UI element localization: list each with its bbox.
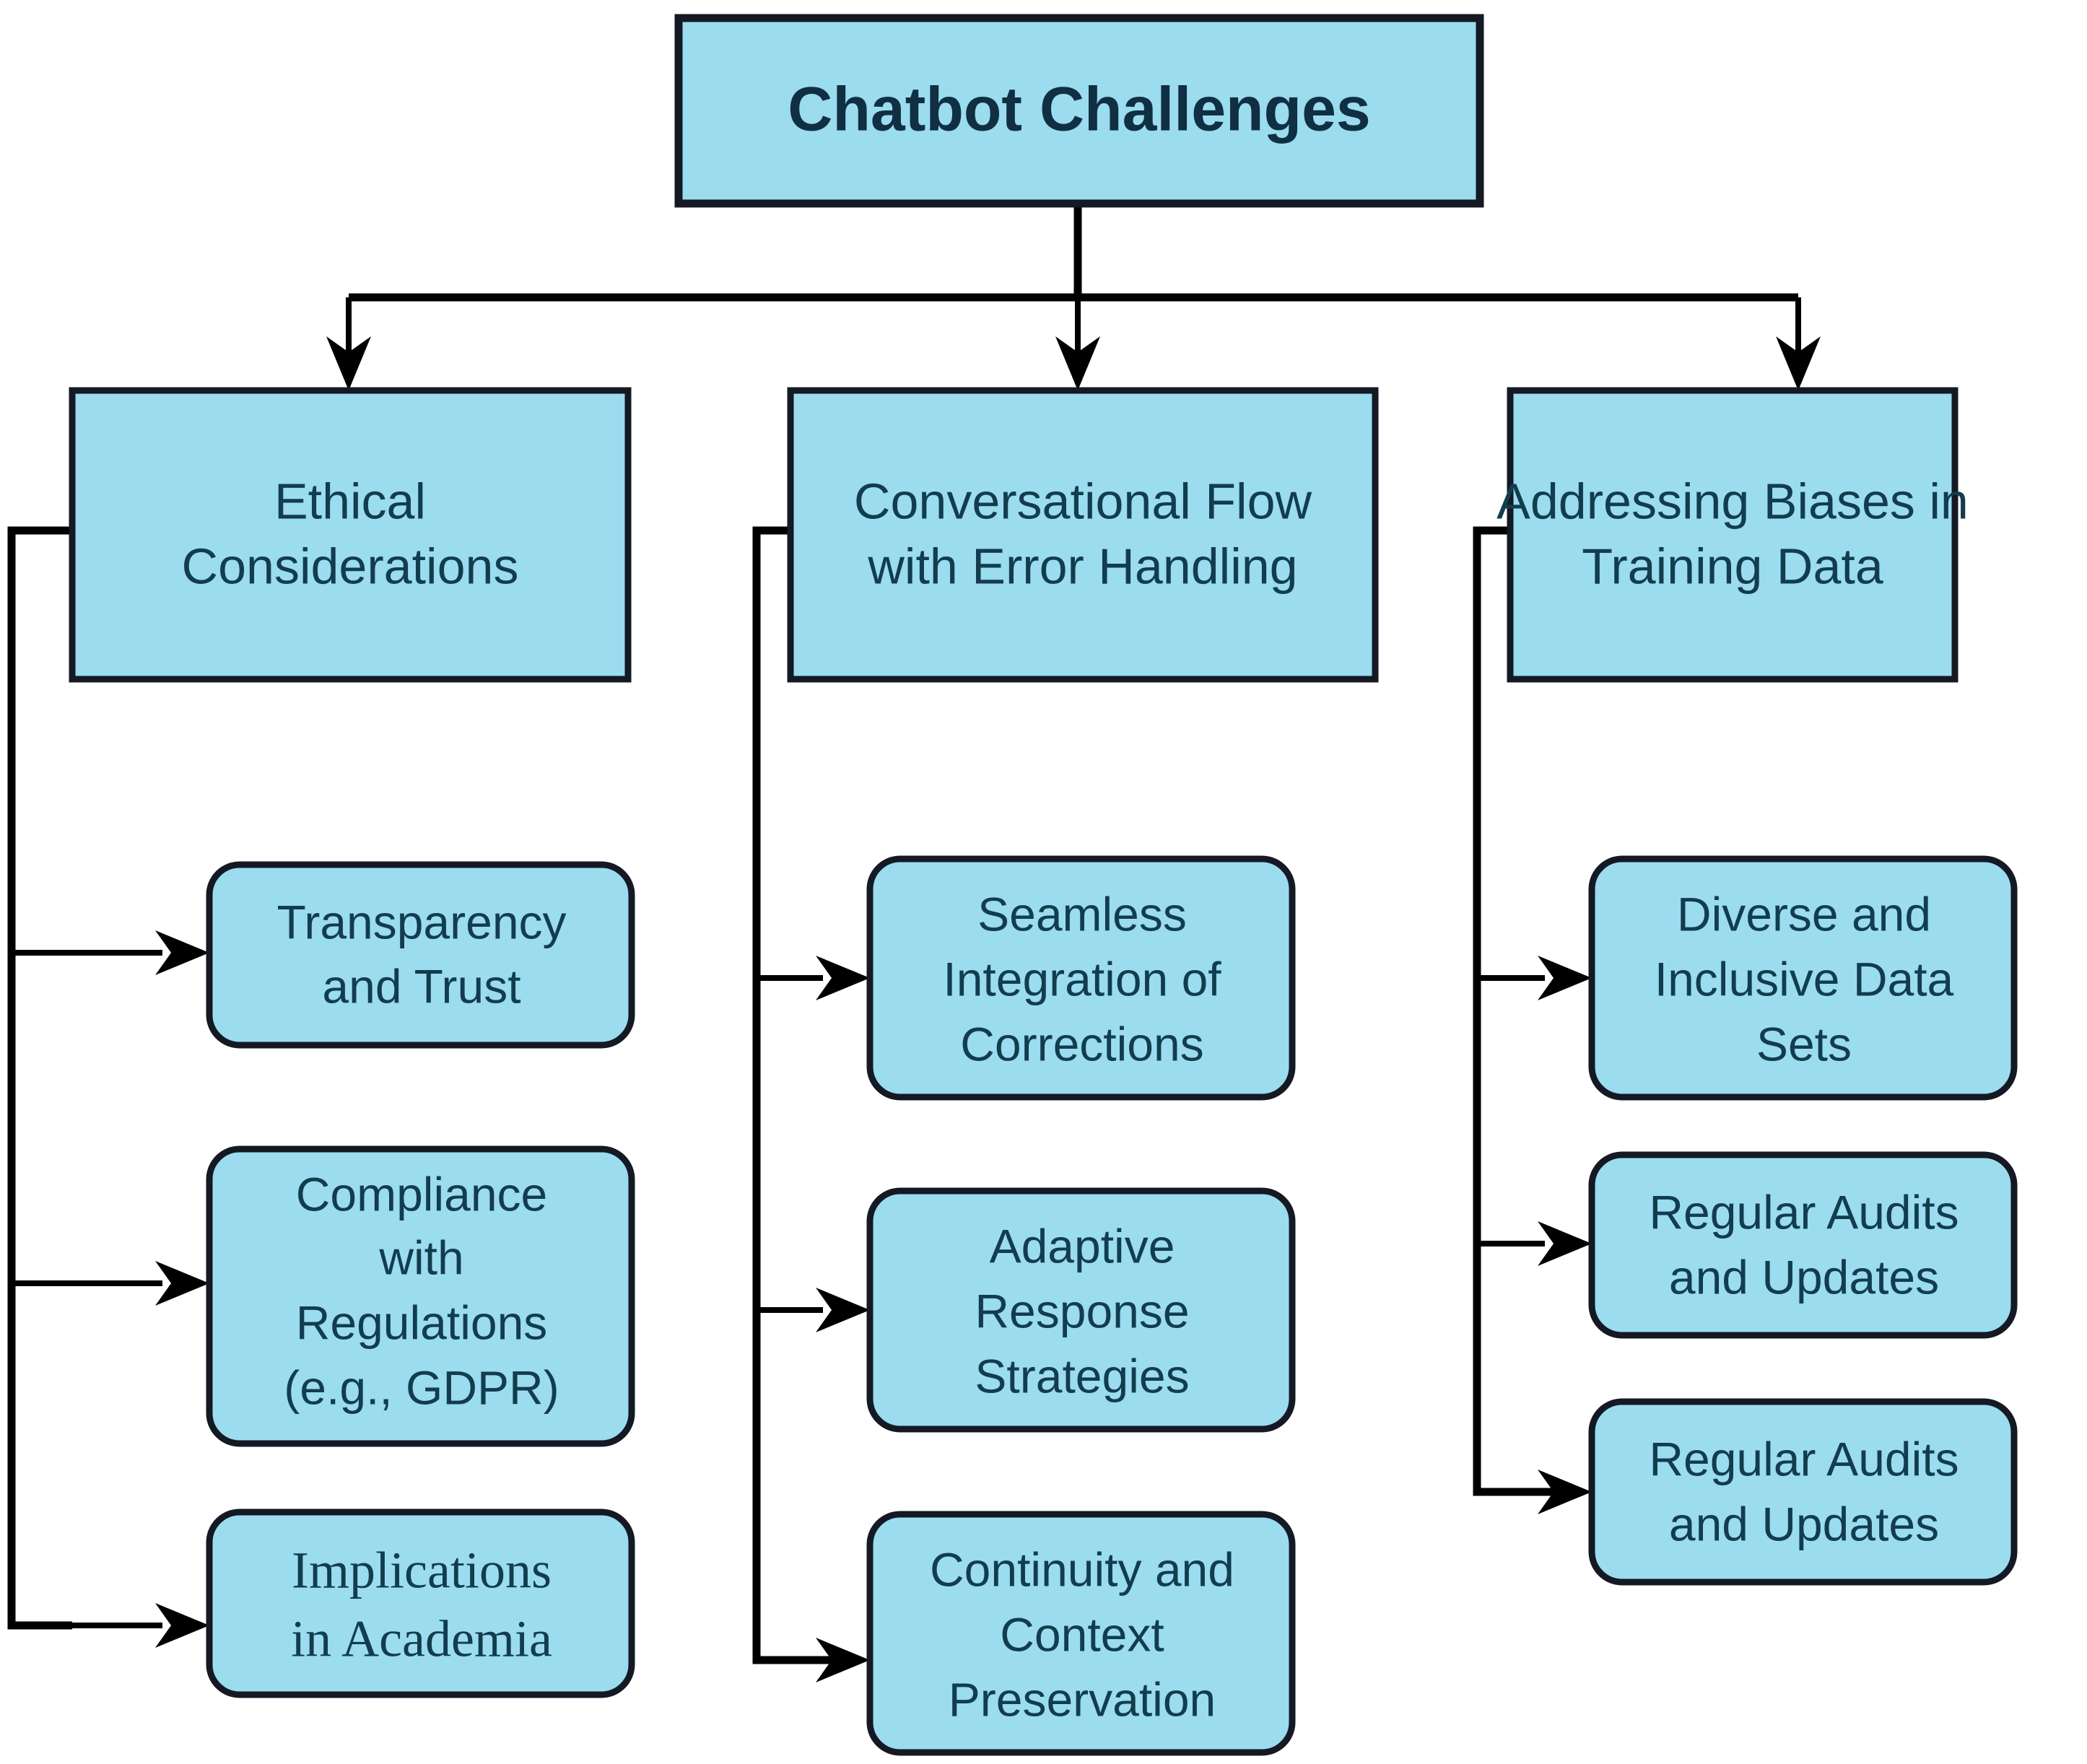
leaf-3-3-rect[interactable] xyxy=(1588,1398,2018,1586)
node-compliance-with-regulations[interactable]: Compliance with Regulations (e.g., GDPR) xyxy=(206,1145,635,1447)
node-regular-audits-and-updates-2[interactable]: Regular Audits and Updates xyxy=(1588,1398,2018,1586)
arrow-to-addressing-biases xyxy=(1776,336,1821,390)
leaf-3-1-rect[interactable] xyxy=(1588,855,2018,1101)
leaf-2-1-line-2: Integration of xyxy=(943,952,1221,1005)
col1-bus-connectors xyxy=(7,526,209,1648)
leaf-1-1-line-2: and Trust xyxy=(322,959,520,1013)
leaf-3-1-line-2: Inclusive Data xyxy=(1655,952,1954,1005)
leaf-1-1-line-1: Transparency xyxy=(276,895,566,948)
node-continuity-and-context-preservation[interactable]: Continuity and Context Preservation xyxy=(866,1511,1296,1756)
leaf-3-3-line-1: Regular Audits xyxy=(1649,1432,1959,1485)
node-seamless-integration-of-corrections[interactable]: Seamless Integration of Corrections xyxy=(866,855,1296,1101)
node-conversational-flow-with-error-handling[interactable]: Conversational Flow with Error Handling xyxy=(787,387,1379,683)
arrow-to-continuity-and-context xyxy=(816,1638,870,1682)
leaf-1-3-line-2: in Academia xyxy=(291,1610,552,1668)
col2-vertical-bus xyxy=(752,526,845,1664)
arrow-to-transparency-and-trust xyxy=(155,930,209,975)
leaf-3-2-line-2: and Updates xyxy=(1669,1250,1939,1304)
root-node-label: Chatbot Challenges xyxy=(788,75,1371,144)
arrow-to-regular-audits-1 xyxy=(1538,1221,1592,1266)
leaf-3-2-line-1: Regular Audits xyxy=(1649,1185,1959,1239)
node-addressing-biases-in-training-data[interactable]: Addressing Biases in Training Data xyxy=(1496,387,1969,683)
leaf-1-3-line-1: Implications xyxy=(292,1542,552,1599)
leaf-1-2-rect[interactable] xyxy=(206,1145,635,1447)
node-ethical-considerations[interactable]: Ethical Considerations xyxy=(69,387,632,683)
node-chatbot-challenges[interactable]: Chatbot Challenges xyxy=(674,14,1484,208)
category-1-label-line2: Considerations xyxy=(182,538,519,594)
col1-vertical-bus xyxy=(7,526,72,1630)
leaf-2-3-line-3: Preservation xyxy=(949,1672,1216,1726)
leaf-2-1-rect[interactable] xyxy=(866,855,1296,1101)
category-3-label-line2: Training Data xyxy=(1582,538,1883,594)
leaf-2-2-line-2: Response xyxy=(975,1284,1189,1337)
leaf-2-3-line-1: Continuity and xyxy=(930,1542,1234,1596)
node-transparency-and-trust[interactable]: Transparency and Trust xyxy=(206,861,635,1049)
leaf-2-3-line-2: Context xyxy=(1000,1607,1164,1661)
leaf-2-3-rect[interactable] xyxy=(866,1511,1296,1756)
arrow-to-diverse-and-inclusive-data-sets xyxy=(1538,956,1592,1000)
category-3-rect[interactable] xyxy=(1507,387,1959,683)
arrow-to-conversational-flow xyxy=(1055,336,1100,390)
leaf-2-2-line-1: Adaptive xyxy=(990,1219,1175,1272)
arrow-to-seamless-integration xyxy=(816,956,870,1000)
category-1-label-line1: Ethical xyxy=(274,473,426,529)
category-1-rect[interactable] xyxy=(69,387,632,683)
category-3-label-line1: Addressing Biases in xyxy=(1496,473,1969,529)
node-implications-in-academia[interactable]: Implications in Academia xyxy=(206,1508,635,1698)
arrow-to-ethical-considerations xyxy=(326,336,371,390)
leaf-3-2-rect[interactable] xyxy=(1588,1151,2018,1339)
arrow-to-regular-audits-2 xyxy=(1538,1470,1592,1514)
node-adaptive-response-strategies[interactable]: Adaptive Response Strategies xyxy=(866,1187,1296,1433)
leaf-3-1-line-3: Sets xyxy=(1756,1017,1852,1070)
leaf-1-2-line-4: (e.g., GDPR) xyxy=(284,1361,559,1414)
col3-bus-connectors xyxy=(1473,526,1592,1514)
leaf-1-3-rect[interactable] xyxy=(206,1508,635,1698)
arrow-to-implications-in-academia xyxy=(155,1603,209,1648)
leaf-1-1-rect[interactable] xyxy=(206,861,635,1049)
leaf-3-1-line-1: Diverse and xyxy=(1677,887,1931,940)
leaf-2-2-line-3: Strategies xyxy=(975,1349,1189,1402)
category-2-rect[interactable] xyxy=(787,387,1379,683)
leaf-2-1-line-1: Seamless xyxy=(977,887,1187,940)
leaf-1-2-line-3: Regulations xyxy=(296,1296,548,1349)
category-2-label-line2: with Error Handling xyxy=(867,538,1297,594)
leaf-1-2-line-1: Compliance xyxy=(296,1167,548,1221)
arrow-to-adaptive-response-strategies xyxy=(816,1288,870,1332)
root-node-rect[interactable] xyxy=(674,14,1484,208)
leaf-2-1-line-3: Corrections xyxy=(960,1017,1203,1070)
arrow-to-compliance-with-regulations xyxy=(155,1261,209,1306)
category-2-label-line1: Conversational Flow xyxy=(854,473,1312,529)
node-diverse-and-inclusive-data-sets[interactable]: Diverse and Inclusive Data Sets xyxy=(1588,855,2018,1101)
leaf-3-3-line-2: and Updates xyxy=(1669,1497,1939,1550)
col2-bus-connectors xyxy=(752,526,870,1682)
node-regular-audits-and-updates-1[interactable]: Regular Audits and Updates xyxy=(1588,1151,2018,1339)
leaf-2-2-rect[interactable] xyxy=(866,1187,1296,1433)
root-fanout-connectors xyxy=(326,204,1821,390)
leaf-1-2-line-2: with xyxy=(378,1231,463,1284)
